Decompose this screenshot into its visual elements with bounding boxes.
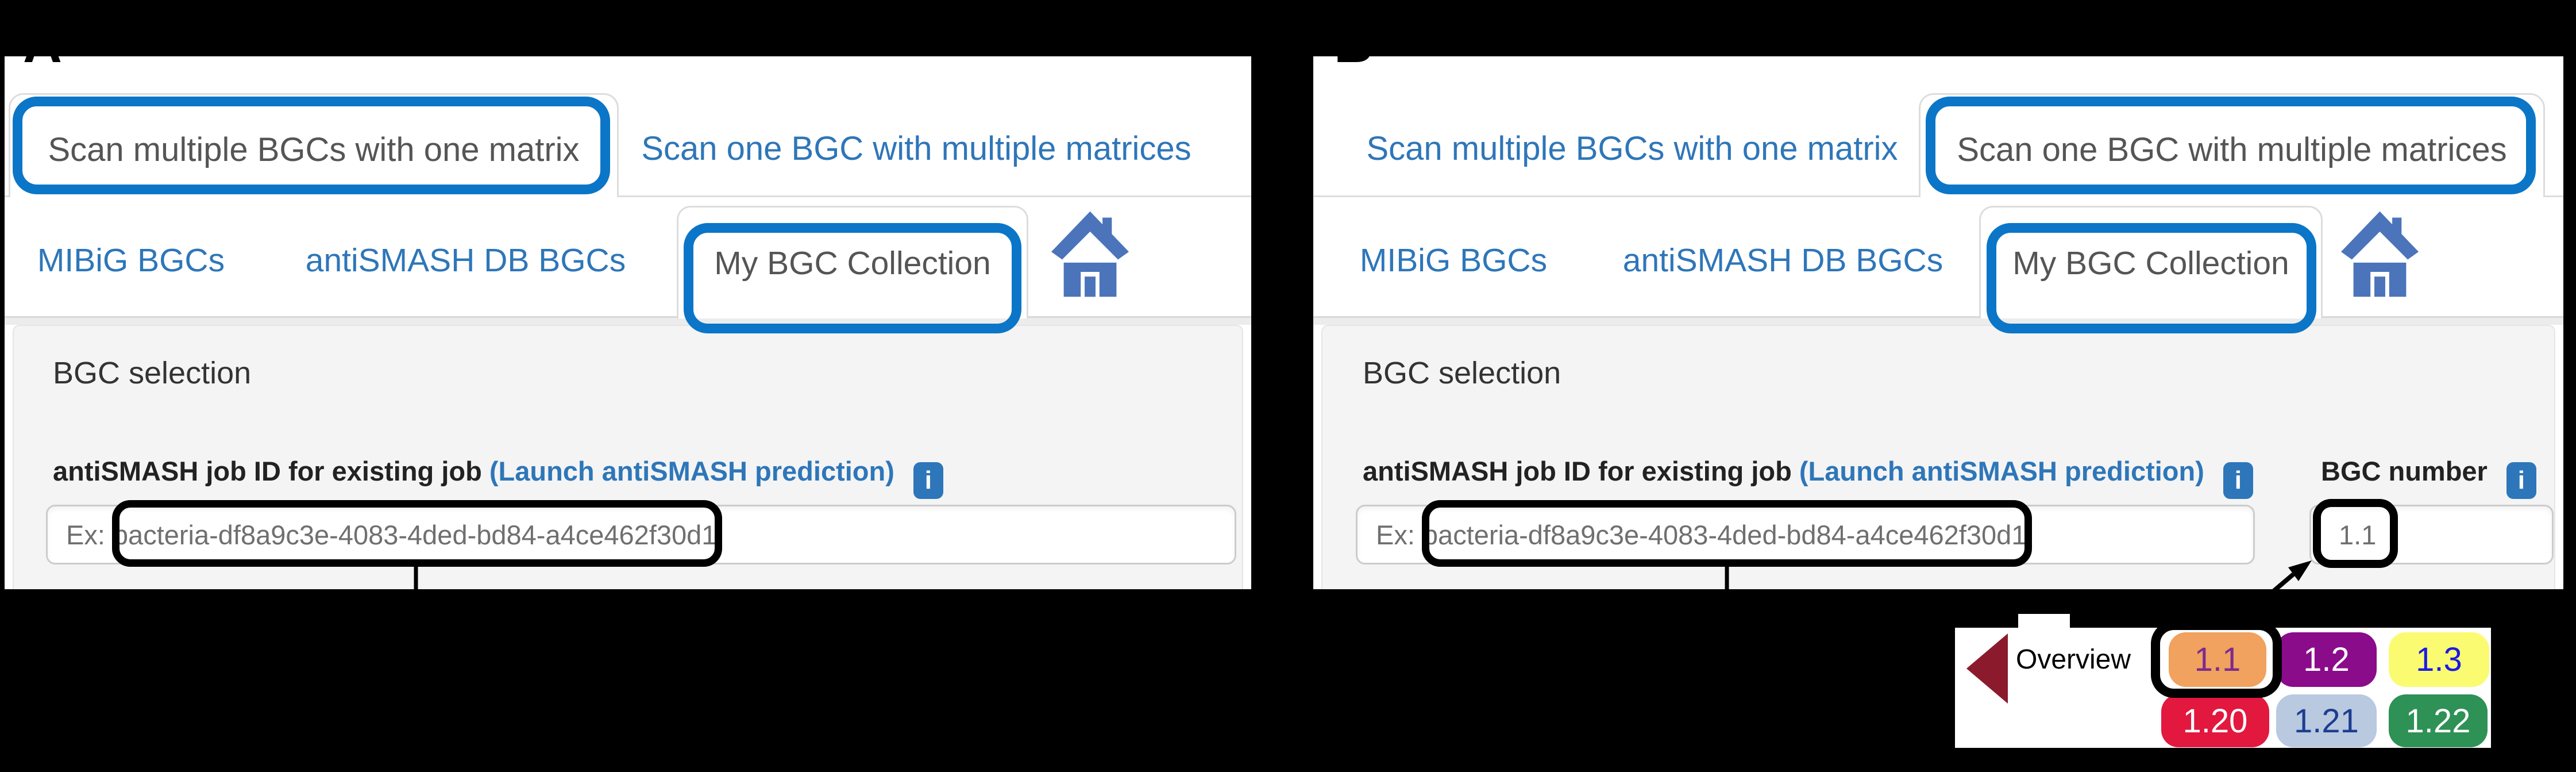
placeholder-example: bacteria-df8a9c3e-4083-4ded-bd84-a4ce462… — [113, 519, 717, 550]
info-icon[interactable]: i — [2506, 462, 2536, 499]
mode-tabs-divider — [5, 195, 1251, 197]
tab-antismash-db-bgcs[interactable]: antiSMASH DB BGCs — [286, 204, 645, 316]
panel-b-label: B — [1334, 13, 1373, 74]
source-tabs-divider — [5, 316, 1251, 318]
launch-antismash-link[interactable]: (Launch antiSMASH prediction) — [1799, 456, 2204, 486]
bgc-number-input[interactable]: 1.1 — [2309, 505, 2554, 564]
job-id-label-text: antiSMASH job ID for existing job — [1363, 456, 1792, 486]
section-title: BGC selection — [53, 356, 252, 390]
placeholder-example: bacteria-df8a9c3e-4083-4ded-bd84-a4ce462… — [1422, 519, 2027, 550]
tab-label: My BGC Collection — [2012, 244, 2289, 282]
tab-mibig-bgcs[interactable]: MIBiG BGCs — [22, 204, 240, 316]
tab-scan-multiple-bgcs[interactable]: Scan multiple BGCs with one matrix — [9, 93, 619, 197]
bgc-badge-1-2[interactable]: 1.2 — [2276, 632, 2377, 687]
tab-label: Scan multiple BGCs with one matrix — [48, 130, 580, 168]
placeholder-prefix: Ex: — [66, 519, 105, 550]
bgc-number-value: 1.1 — [2339, 519, 2377, 550]
home-icon — [1051, 211, 1129, 297]
annotation-ring-b-collection-tab — [1987, 223, 2316, 333]
annotation-ring-a-collection-tab — [684, 223, 1021, 333]
annotation-ring-a-mode-tab — [13, 97, 610, 194]
bgc-number-label-text: BGC number — [2321, 456, 2488, 486]
tab-label: MIBiG BGCs — [37, 241, 225, 279]
home-icon — [2341, 211, 2419, 297]
panel-a-label: A — [23, 13, 62, 74]
tab-mibig-bgcs[interactable]: MIBiG BGCs — [1350, 204, 1557, 316]
overview-popup: Overview 1.1 1.2 1.3 1.20 1.21 1.22 — [1955, 614, 2491, 748]
tab-label: antiSMASH DB BGCs — [305, 241, 626, 279]
content-top-shadow — [5, 318, 1251, 325]
section-title: BGC selection — [1363, 356, 1561, 390]
bgc-badge-1-3[interactable]: 1.3 — [2389, 632, 2489, 687]
tab-scan-multiple-bgcs[interactable]: Scan multiple BGCs with one matrix — [1336, 93, 1928, 197]
home-tab[interactable] — [2341, 208, 2419, 300]
panel-a: Scan multiple BGCs with one matrix Scan … — [5, 56, 1251, 589]
overview-label: Overview — [2016, 644, 2131, 675]
tab-label: Scan multiple BGCs with one matrix — [1366, 130, 1898, 167]
job-id-label-text: antiSMASH job ID for existing job — [53, 456, 482, 486]
tab-label: MIBiG BGCs — [1359, 241, 1548, 279]
job-id-field-label: antiSMASH job ID for existing job (Launc… — [53, 455, 943, 499]
bgc-badge-1-21[interactable]: 1.21 — [2276, 694, 2377, 747]
tab-label: Scan one BGC with multiple matrices — [641, 130, 1191, 167]
source-tabs-divider — [1313, 316, 2563, 318]
placeholder-prefix: Ex: — [1376, 519, 1415, 550]
tab-label: Scan one BGC with multiple matrices — [1957, 130, 2507, 168]
back-arrow-icon[interactable] — [1966, 633, 2008, 704]
annotation-ring-bgc-number — [2313, 499, 2398, 568]
annotation-ring-b-job-id — [1422, 500, 2032, 567]
tab-scan-one-bgc[interactable]: Scan one BGC with multiple matrices — [632, 93, 1201, 197]
launch-antismash-link[interactable]: (Launch antiSMASH prediction) — [489, 456, 894, 486]
tab-label: My BGC Collection — [714, 244, 991, 282]
bgc-number-field-label: BGC number i — [2321, 455, 2536, 499]
bgc-badge-1-20[interactable]: 1.20 — [2161, 694, 2269, 747]
bgc-badge-1-1[interactable]: 1.1 — [2169, 632, 2266, 687]
tab-scan-one-bgc[interactable]: Scan one BGC with multiple matrices — [1919, 93, 2545, 197]
info-icon[interactable]: i — [2223, 462, 2253, 499]
home-tab[interactable] — [1051, 208, 1129, 300]
tab-label: antiSMASH DB BGCs — [1622, 241, 1943, 279]
bgc-badge-1-22[interactable]: 1.22 — [2389, 694, 2488, 747]
annotation-ring-a-job-id — [112, 500, 722, 567]
annotation-ring-b-mode-tab — [1926, 97, 2536, 194]
popup-notch — [2018, 614, 2070, 628]
job-id-field-label: antiSMASH job ID for existing job (Launc… — [1363, 455, 2253, 499]
annotation-ring-badge-1-1 — [2151, 621, 2282, 698]
content-top-shadow — [1313, 318, 2563, 325]
tab-antismash-db-bgcs[interactable]: antiSMASH DB BGCs — [1609, 204, 1957, 316]
info-icon[interactable]: i — [913, 462, 943, 499]
